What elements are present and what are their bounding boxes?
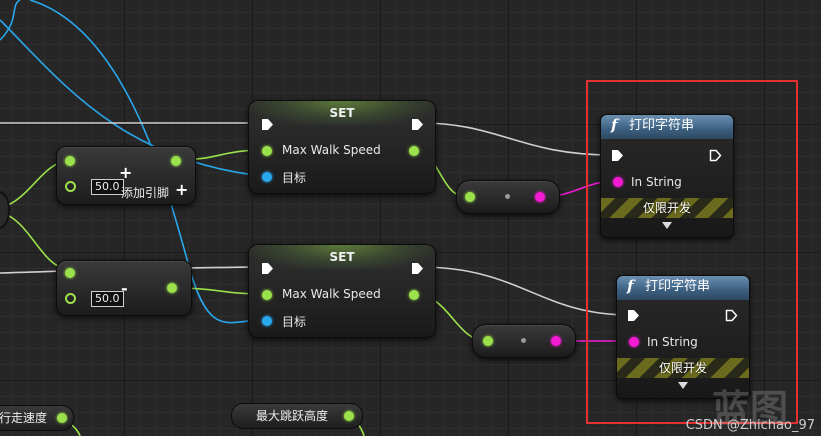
partial-node-edge bbox=[0, 191, 10, 229]
string-output-pin[interactable] bbox=[535, 192, 545, 202]
string-input-pin[interactable] bbox=[613, 177, 623, 187]
add-node[interactable]: 50.0 + 添加引脚 + bbox=[56, 146, 196, 205]
float-input-pin[interactable] bbox=[483, 336, 493, 346]
exec-input-icon[interactable] bbox=[627, 309, 640, 322]
subtract-node[interactable]: 50.0 - bbox=[56, 260, 192, 316]
print-string-node[interactable]: f 打印字符串 In String 仅限开发 bbox=[616, 275, 750, 399]
float-input-pin[interactable] bbox=[65, 156, 75, 166]
variable-label: 行走速度 bbox=[0, 411, 48, 425]
float-input-pin[interactable] bbox=[65, 181, 76, 192]
development-only-banner: 仅限开发 bbox=[601, 198, 733, 218]
float-wire bbox=[0, 211, 69, 271]
float-output-pin[interactable] bbox=[57, 413, 67, 423]
pin-label: In String bbox=[647, 335, 698, 349]
exec-wire bbox=[419, 122, 613, 156]
pin-label: In String bbox=[631, 175, 682, 189]
exec-input-icon[interactable] bbox=[261, 262, 274, 275]
target-input-pin[interactable] bbox=[262, 172, 272, 182]
exec-output-icon[interactable] bbox=[709, 149, 722, 162]
float-input-pin[interactable] bbox=[262, 290, 272, 300]
conversion-dot-icon bbox=[521, 338, 526, 343]
variable-get-node[interactable]: 行走速度 bbox=[0, 405, 74, 431]
float-output-pin[interactable] bbox=[167, 283, 177, 293]
node-title: SET bbox=[249, 101, 435, 125]
float-value-field[interactable]: 50.0 bbox=[91, 179, 124, 195]
operator-label: - bbox=[121, 279, 128, 298]
conversion-node[interactable] bbox=[456, 180, 560, 214]
expand-arrow-icon[interactable] bbox=[662, 222, 672, 229]
conversion-node[interactable] bbox=[472, 324, 576, 358]
float-input-pin[interactable] bbox=[65, 293, 76, 304]
pin-label: 目标 bbox=[282, 315, 307, 329]
exec-output-icon[interactable] bbox=[411, 262, 424, 275]
node-title: 打印字符串 bbox=[645, 279, 711, 294]
exec-input-icon[interactable] bbox=[261, 118, 274, 131]
node-title: 打印字符串 bbox=[629, 118, 695, 133]
node-header: f 打印字符串 bbox=[617, 276, 749, 300]
variable-label: 最大跳跃高度 bbox=[256, 409, 329, 423]
exec-output-icon[interactable] bbox=[411, 118, 424, 131]
pin-label: Max Walk Speed bbox=[282, 143, 381, 157]
object-wire bbox=[0, 19, 263, 177]
node-header: f 打印字符串 bbox=[601, 115, 733, 139]
expand-arrow-icon[interactable] bbox=[678, 382, 688, 389]
float-output-pin[interactable] bbox=[171, 156, 181, 166]
object-wire bbox=[0, 0, 21, 41]
float-output-pin[interactable] bbox=[409, 290, 419, 300]
object-wire bbox=[29, 0, 263, 324]
string-input-pin[interactable] bbox=[629, 337, 639, 347]
watermark-text: CSDN @Zhichao_97 bbox=[685, 418, 815, 433]
float-value-field[interactable]: 50.0 bbox=[91, 291, 124, 307]
float-input-pin[interactable] bbox=[262, 146, 272, 156]
variable-get-node[interactable]: 最大跳跃高度 bbox=[231, 403, 363, 429]
function-icon: f bbox=[611, 116, 618, 134]
pin-label: Max Walk Speed bbox=[282, 287, 381, 301]
node-title: SET bbox=[249, 245, 435, 269]
print-string-node[interactable]: f 打印字符串 In String 仅限开发 bbox=[600, 114, 734, 238]
set-node[interactable]: SET Max Walk Speed 目标 bbox=[248, 100, 436, 194]
add-pin-label[interactable]: 添加引脚 bbox=[121, 186, 170, 200]
watermark-logo: 蓝图 bbox=[712, 387, 789, 431]
development-only-banner: 仅限开发 bbox=[617, 358, 749, 378]
float-output-pin[interactable] bbox=[409, 146, 419, 156]
highlight-box bbox=[586, 80, 798, 424]
pin-label: 目标 bbox=[282, 171, 307, 185]
add-pin-icon[interactable]: + bbox=[175, 180, 189, 199]
exec-wire bbox=[419, 266, 631, 316]
float-output-pin[interactable] bbox=[344, 411, 354, 421]
exec-input-icon[interactable] bbox=[611, 149, 624, 162]
operator-label: + bbox=[119, 163, 133, 182]
float-input-pin[interactable] bbox=[465, 192, 475, 202]
exec-output-icon[interactable] bbox=[725, 309, 738, 322]
string-output-pin[interactable] bbox=[551, 336, 561, 346]
set-node[interactable]: SET Max Walk Speed 目标 bbox=[248, 244, 436, 338]
float-input-pin[interactable] bbox=[65, 268, 75, 278]
function-icon: f bbox=[627, 277, 634, 295]
target-input-pin[interactable] bbox=[262, 316, 272, 326]
conversion-dot-icon bbox=[505, 194, 510, 199]
